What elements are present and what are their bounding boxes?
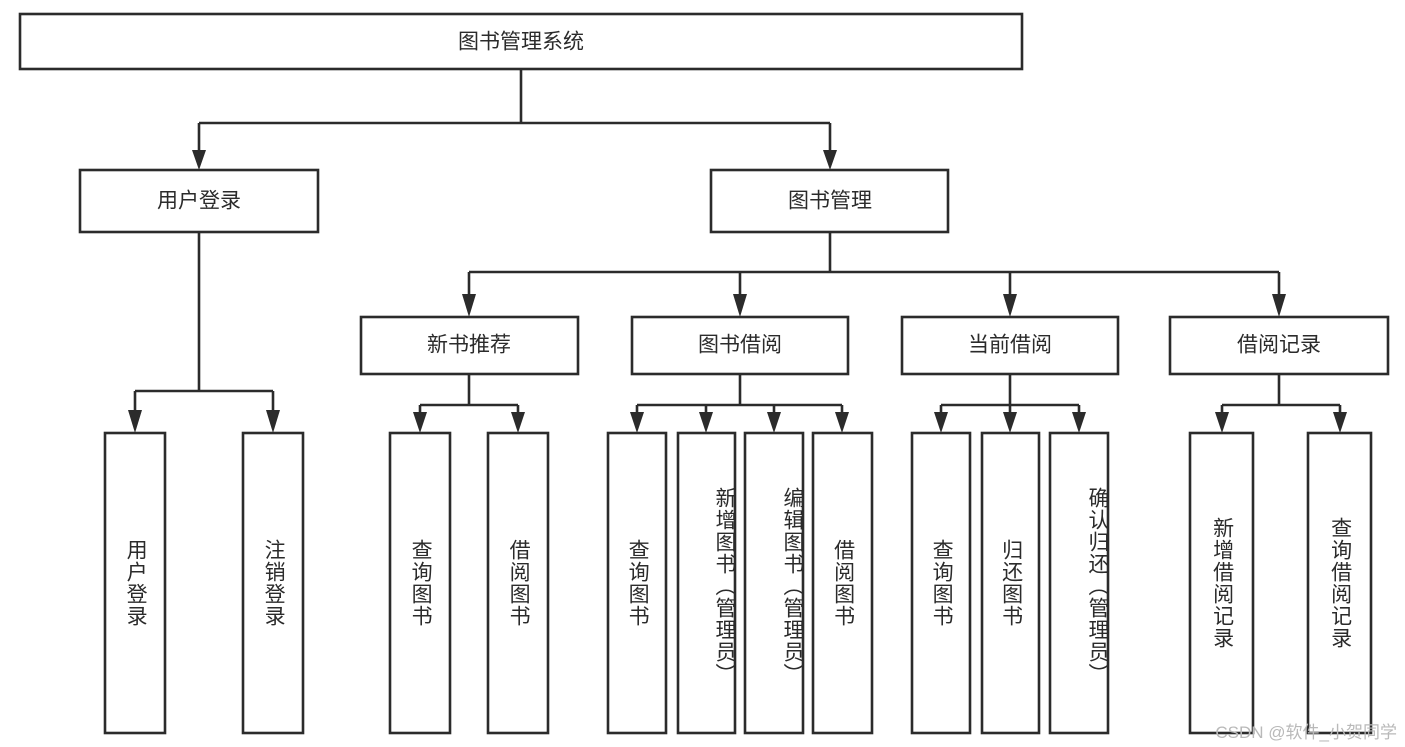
node-leaf-return-book[interactable] bbox=[980, 431, 1041, 735]
node-new-book-rec-label: 新书推荐 bbox=[427, 334, 511, 357]
node-leaf-query-book-borrow[interactable] bbox=[606, 431, 668, 735]
connector-group-book-borrow bbox=[630, 374, 849, 433]
connector-group-root bbox=[192, 69, 837, 170]
node-borrow-record[interactable] bbox=[1168, 315, 1390, 376]
arrowhead-leaf-confirm-return bbox=[1072, 412, 1086, 433]
arrowhead-leaf-borrow-book-rec bbox=[511, 412, 525, 433]
node-leaf-add-book[interactable] bbox=[676, 431, 737, 735]
arrowhead-user-login bbox=[192, 150, 206, 170]
node-user-login-label: 用户登录 bbox=[157, 190, 241, 213]
arrowhead-leaf-logout-login bbox=[266, 410, 280, 433]
node-leaf-user-login[interactable] bbox=[103, 431, 167, 735]
node-book-manage-label: 图书管理 bbox=[788, 190, 872, 213]
node-leaf-confirm-return[interactable] bbox=[1048, 431, 1110, 735]
node-book-manage[interactable] bbox=[709, 168, 950, 234]
node-leaf-logout-login[interactable] bbox=[241, 431, 305, 735]
arrowhead-book-manage bbox=[823, 150, 837, 170]
arrowhead-book-borrow bbox=[733, 294, 747, 317]
node-leaf-query-book-rec[interactable] bbox=[388, 431, 452, 735]
node-borrow-record-label: 借阅记录 bbox=[1237, 334, 1321, 357]
arrowhead-leaf-add-book bbox=[699, 412, 713, 433]
node-leaf-borrow-book[interactable] bbox=[811, 431, 874, 735]
arrowhead-leaf-query-borrow-record bbox=[1333, 412, 1347, 433]
node-book-borrow-label: 图书借阅 bbox=[698, 334, 782, 357]
arrowhead-leaf-query-book-cur bbox=[934, 412, 948, 433]
node-leaf-add-borrow-record[interactable] bbox=[1188, 431, 1255, 735]
arrowhead-leaf-edit-book bbox=[767, 412, 781, 433]
node-leaf-query-borrow-record[interactable] bbox=[1306, 431, 1373, 735]
connector-group-new-book-rec bbox=[413, 374, 525, 433]
connector-group-user-login bbox=[128, 232, 280, 433]
node-leaf-borrow-book-rec[interactable] bbox=[486, 431, 550, 735]
connector-group-borrow-record bbox=[1215, 374, 1347, 433]
node-current-borrow[interactable] bbox=[900, 315, 1120, 376]
node-leaf-query-book-cur[interactable] bbox=[910, 431, 972, 735]
arrowhead-leaf-borrow-book bbox=[835, 412, 849, 433]
node-root-label: 图书管理系统 bbox=[458, 31, 584, 54]
connector-group-current-borrow bbox=[934, 374, 1086, 433]
node-user-login[interactable] bbox=[78, 168, 320, 234]
connector-group-book-manage bbox=[462, 232, 1286, 317]
arrowhead-leaf-user-login bbox=[128, 410, 142, 433]
arrowhead-new-book-rec bbox=[462, 294, 476, 317]
node-new-book-rec[interactable] bbox=[359, 315, 580, 376]
arrowhead-current-borrow bbox=[1003, 294, 1017, 317]
node-current-borrow-label: 当前借阅 bbox=[968, 334, 1052, 357]
arrowhead-leaf-add-borrow-record bbox=[1215, 412, 1229, 433]
arrowhead-leaf-query-book-rec bbox=[413, 412, 427, 433]
arrowhead-borrow-record bbox=[1272, 294, 1286, 317]
node-leaf-edit-book[interactable] bbox=[743, 431, 805, 735]
node-root[interactable] bbox=[18, 12, 1024, 71]
arrowhead-leaf-return-book bbox=[1003, 412, 1017, 433]
node-book-borrow[interactable] bbox=[630, 315, 850, 376]
arrowhead-leaf-query-book-borrow bbox=[630, 412, 644, 433]
